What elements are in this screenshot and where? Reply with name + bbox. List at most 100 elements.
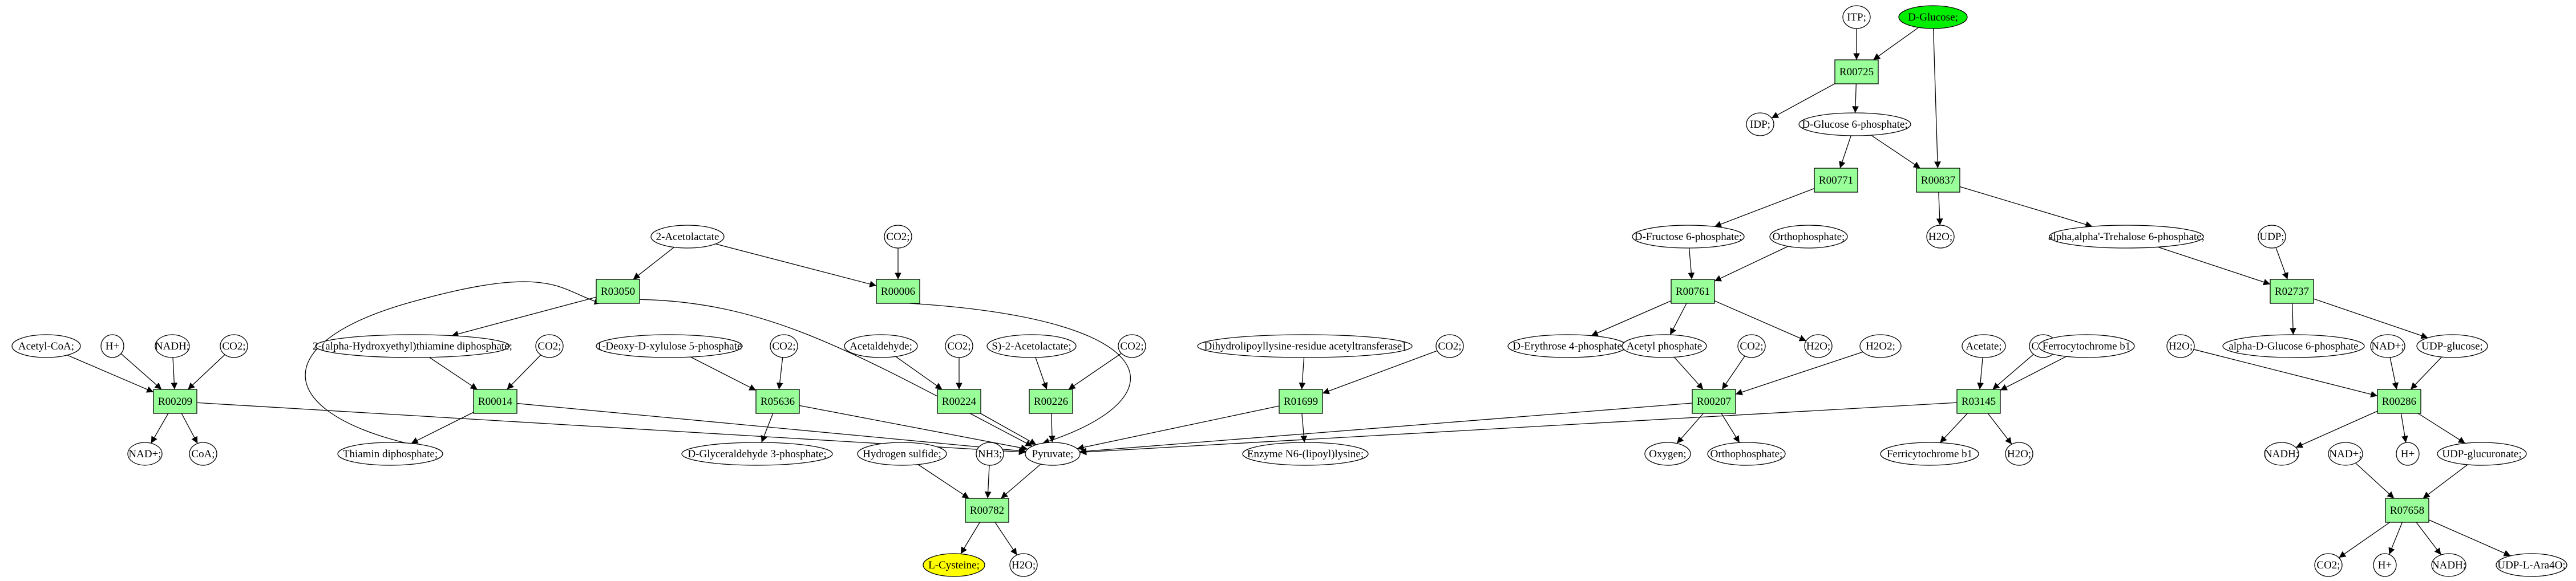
compound-node-accoa: Acetyl-CoA; (11, 334, 81, 358)
reaction-box (965, 498, 1009, 523)
reaction-box (1692, 389, 1736, 414)
node-label: NADH; (2264, 448, 2299, 460)
edge-r02737-to-udpg (2313, 298, 2428, 339)
node-label: CO2; (222, 340, 245, 352)
edge-nh3-to-r00782 (984, 465, 992, 499)
edge-dxp-to-r05636 (690, 356, 757, 391)
reaction-box (2377, 389, 2421, 414)
compound-node-h2oc: H2O; (2166, 334, 2195, 358)
compound-ellipse (1025, 442, 1081, 466)
compound-ellipse (2431, 553, 2466, 577)
node-label: Ferrocytochrome b1 (2043, 340, 2131, 352)
compound-node-acetol: 2-Acetolactate (650, 225, 725, 249)
edge-h2s-to-r00782 (917, 464, 969, 499)
edge-tre6p-to-r02737 (2157, 246, 2271, 286)
compound-ellipse (1898, 5, 1968, 29)
compound-node-udpa: UDP; (2258, 225, 2286, 249)
compound-node-co2e: CO2; (945, 334, 973, 358)
node-label: NADH; (2432, 559, 2466, 571)
edge-r07658-to-nadhb (2416, 522, 2441, 555)
node-label: CO2; (1120, 340, 1143, 352)
compound-ellipse (1769, 225, 1848, 249)
edge-dglc-to-r00837 (1932, 28, 1941, 169)
node-label: NADH; (155, 340, 189, 352)
node-label: R00226 (1034, 396, 1068, 408)
node-label: CO2; (1740, 340, 1763, 352)
edge-nadhc-to-r00209 (171, 357, 178, 390)
compound-ellipse (2038, 334, 2135, 358)
node-label: CO2; (947, 340, 970, 352)
compound-ellipse (596, 334, 743, 358)
node-label: R00725 (1839, 66, 1874, 78)
node-label: D-Glyceraldehyde 3-phosphate; (688, 448, 826, 460)
edge-dglc-to-r00725 (1873, 27, 1919, 60)
node-label: Acetyl-CoA; (18, 340, 74, 352)
reaction-node-r02737: R02737 (2270, 279, 2314, 304)
compound-node-sacet: S)-2-Acetolactate; (986, 334, 1077, 358)
compound-ellipse (650, 225, 725, 249)
node-label: H2O; (1806, 340, 1830, 352)
edge-r03145-to-h2od (1987, 413, 2012, 445)
edge-r00207-to-oxy (1676, 413, 1704, 444)
compound-ellipse (2370, 334, 2405, 358)
compound-ellipse (2005, 442, 2033, 466)
compound-node-co2g: CO2; (1737, 334, 1766, 358)
edge-r05636-to-gap (761, 413, 774, 443)
node-label: CO2; (1438, 340, 1461, 352)
compound-ellipse (976, 442, 1004, 466)
compound-node-ha: H+ (2396, 442, 2420, 466)
compound-node-co2d: CO2; (770, 334, 798, 358)
compound-node-nadhc: NADH; (155, 334, 190, 358)
node-label: ITP; (1847, 11, 1866, 23)
reaction-box (1956, 389, 2001, 414)
reaction-box (2385, 498, 2429, 523)
compound-ellipse (2258, 225, 2286, 249)
edge-hc-to-r00209 (120, 353, 162, 390)
compound-ellipse (155, 334, 190, 358)
edge-co2c-to-r00014 (507, 355, 541, 390)
reaction-node-r00226: R00226 (1029, 389, 1073, 414)
compound-node-coa: CoA; (189, 442, 217, 466)
node-label: S)-2-Acetolactate; (992, 340, 1071, 352)
compound-node-nadha: NADH; (2264, 442, 2299, 466)
node-label: H2O; (2007, 448, 2031, 460)
reaction-box (1834, 59, 1879, 84)
node-label: R00837 (1921, 174, 1955, 186)
edge-ferro-to-r03145 (2000, 356, 2067, 391)
edge-acald-to-r00224 (895, 356, 943, 390)
compound-ellipse (2373, 553, 2397, 577)
edge-r03050-to-pyr (639, 299, 1033, 447)
compound-node-acp: Acetyl phosphate (1621, 334, 1707, 358)
node-label: R00207 (1697, 396, 1731, 408)
compound-node-udpg: UDP-glucose; (2416, 334, 2488, 358)
compound-ellipse (1197, 334, 1413, 358)
node-label: Acetaldehyde; (850, 340, 912, 352)
compound-ellipse (1798, 112, 1911, 136)
compound-node-co2a: CO2; (884, 225, 912, 249)
edge-g6p-to-r00837 (1871, 135, 1921, 169)
compound-node-f6p: D-Fructose 6-phosphate; (1632, 225, 1745, 249)
reaction-node-r00014: R00014 (473, 389, 517, 414)
reaction-node-r05636: R05636 (755, 389, 800, 414)
edge-r00771-to-f6p (1714, 188, 1815, 227)
compound-node-itp: ITP; (1842, 5, 1871, 29)
compound-node-acald: Acetaldehyde; (844, 334, 918, 358)
node-label: Acetyl phosphate (1627, 340, 1702, 352)
compound-ellipse (1621, 334, 1707, 358)
node-label: Pyruvate; (1032, 448, 1074, 460)
compound-ellipse (2264, 442, 2299, 466)
node-label: R03050 (601, 286, 635, 298)
compound-node-ag6p: alpha-D-Glucose 6-phosphate (2222, 334, 2365, 358)
node-label: UDP; (2259, 231, 2284, 243)
edge-acet-to-r03145 (1977, 357, 1984, 390)
edge-co2j-to-r01699 (1322, 350, 1438, 395)
compound-node-acet: Acetate; (1962, 334, 2006, 358)
compound-ellipse (1118, 334, 1146, 358)
compound-node-co2j: CO2; (1435, 334, 1464, 358)
edge-nadb-to-r07658 (2355, 462, 2395, 499)
edge-sacet-to-r00226 (1035, 357, 1048, 390)
compound-ellipse (2416, 334, 2488, 358)
node-label: CO2; (886, 231, 909, 243)
edge-acp-to-r00207 (1673, 357, 1704, 390)
compound-ellipse (1746, 112, 1774, 136)
